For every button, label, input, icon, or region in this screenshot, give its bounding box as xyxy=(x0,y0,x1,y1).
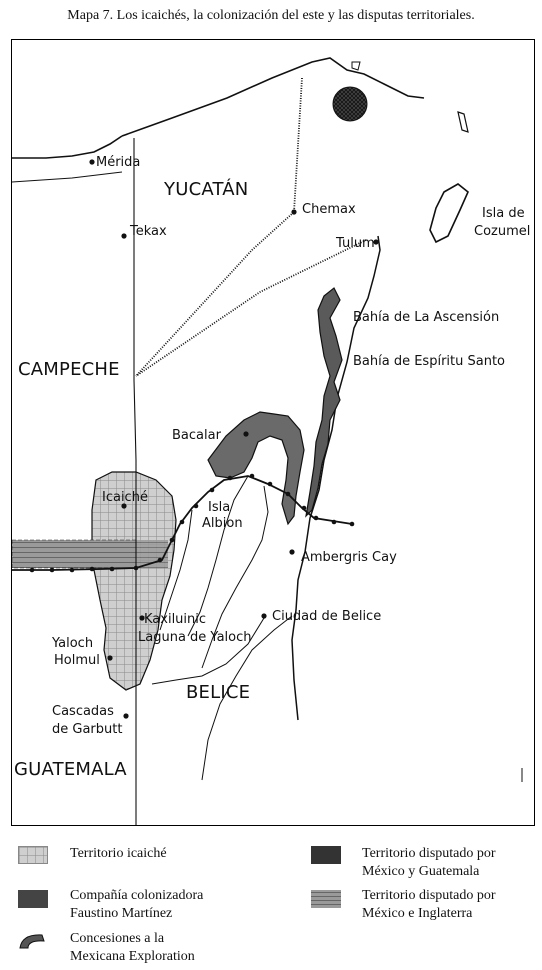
label-belice: BELICE xyxy=(186,682,251,703)
cozumel-island xyxy=(429,183,469,244)
small-island-2 xyxy=(351,61,361,71)
legend-swatch-mexicana xyxy=(18,932,48,950)
legend-mx-gt-2: México y Guatemala xyxy=(362,864,480,879)
coastline-north xyxy=(121,57,425,137)
legend-mx-gt-1: Territorio disputado por xyxy=(362,846,496,861)
label-merida: Mérida xyxy=(96,155,141,170)
label-isla-cozumel-2: Cozumel xyxy=(474,224,531,239)
small-island xyxy=(457,111,469,133)
boundary-dots xyxy=(29,473,355,573)
label-guatemala: GUATEMALA xyxy=(14,759,127,780)
label-bacalar: Bacalar xyxy=(172,428,221,443)
label-isla-albion-1: Isla xyxy=(208,500,231,515)
yucatan-west-line xyxy=(12,171,123,183)
label-tekax: Tekax xyxy=(130,224,167,239)
map-frame: Mérida YUCATÁN Tekax Chemax Isla de Cozu… xyxy=(11,39,535,826)
chemax-line xyxy=(135,77,367,377)
label-holmul: Holmul xyxy=(54,653,100,668)
legend-swatch-icaiche xyxy=(18,846,48,864)
label-ascension: Bahía de La Ascensión xyxy=(353,310,500,325)
coastline-west xyxy=(12,135,123,159)
legend-faustino-2: Faustino Martínez xyxy=(70,906,173,921)
hondo-river-boundary xyxy=(12,475,353,571)
label-cascadas-1: Cascadas xyxy=(52,704,114,719)
faustino-martinez-area xyxy=(332,86,368,122)
label-cascadas-2: de Garbutt xyxy=(52,722,123,737)
legend-mx-en-1: Territorio disputado por xyxy=(362,888,496,903)
river-4 xyxy=(151,617,265,685)
mexicana-concession-south xyxy=(207,411,305,526)
legend-swatch-faustino xyxy=(18,890,48,908)
mexicana-concession-north xyxy=(305,287,343,518)
icaiche-territory xyxy=(91,471,177,691)
legend-faustino-1: Compañía colonizadora xyxy=(70,888,204,903)
label-laguna-yaloch: Laguna de Yaloch xyxy=(138,630,252,645)
legend-icaiche: Territorio icaiché xyxy=(70,846,167,861)
legend-mexicana-1: Concesiones a la xyxy=(70,931,165,946)
legend-mx-en-2: México e Inglaterra xyxy=(362,906,473,921)
label-yucatan: YUCATÁN xyxy=(164,179,249,200)
mexico-guatemala-band xyxy=(12,539,137,569)
label-icaiche: Icaiché xyxy=(102,490,148,505)
map-title: Mapa 7. Los icaichés, la colonización de… xyxy=(67,8,475,23)
river-3 xyxy=(201,485,269,669)
label-kaxiluinic: Kaxiluinic xyxy=(144,612,207,627)
label-yaloch: Yaloch xyxy=(52,636,94,651)
label-tulum: Tulum xyxy=(336,236,375,251)
label-espiritu-santo: Bahía de Espíritu Santo xyxy=(353,354,506,369)
river-2 xyxy=(159,509,193,631)
yucatan-boundary xyxy=(133,138,137,825)
map-canvas xyxy=(12,57,523,825)
label-isla-albion-2: Albion xyxy=(202,516,243,531)
label-chemax: Chemax xyxy=(302,202,356,217)
legend-mexicana-2: Mexicana Exploration xyxy=(70,949,195,964)
label-ciudad-belice: Ciudad de Belice xyxy=(272,609,382,624)
label-ambergris: Ambergris Cay xyxy=(301,550,397,565)
label-campeche: CAMPECHE xyxy=(18,359,120,380)
place-markers xyxy=(89,159,379,719)
legend-swatch-mexico-guatemala xyxy=(311,846,341,864)
label-isla-cozumel-1: Isla de xyxy=(482,206,525,221)
river-5 xyxy=(201,615,293,781)
river-1 xyxy=(187,475,249,637)
coastline-east xyxy=(291,235,381,721)
legend-swatch-mexico-inglaterra xyxy=(311,890,341,908)
